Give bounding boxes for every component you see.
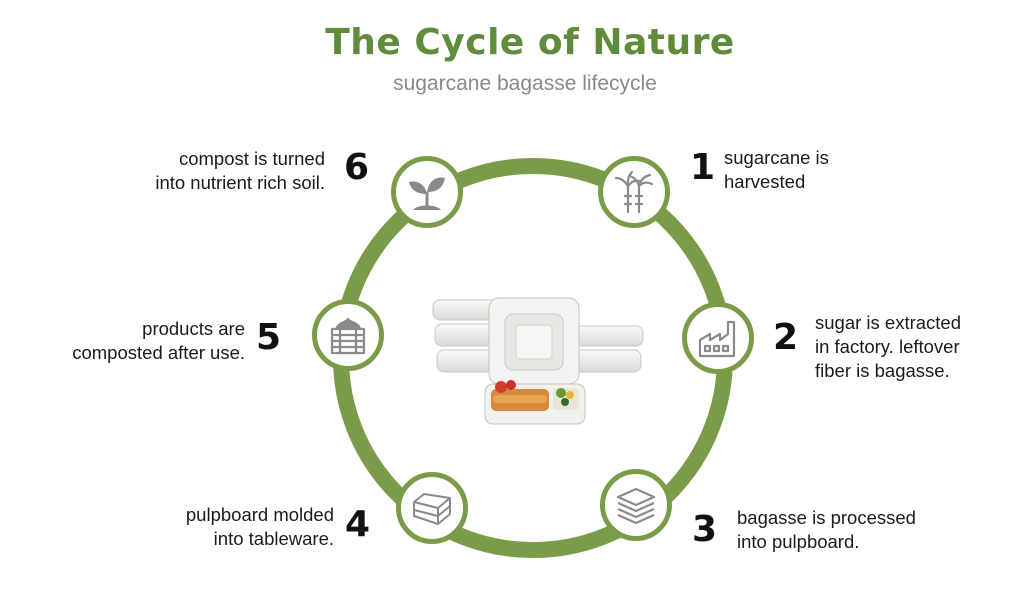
step-4-number: 4 [345,504,371,545]
step-5-node [312,299,384,371]
step-4-label: pulpboard molded into tableware. [185,504,334,549]
step-3-label: bagasse is processed into pulpboard. [737,507,916,552]
bagasse-tableware-photo [432,297,644,425]
page-subtitle: sugarcane bagasse lifecycle [393,72,657,95]
step-6-label: compost is turned into nutrient rich soi… [155,148,325,193]
step-3-node [600,469,672,541]
step-5-number: 5 [256,317,282,358]
step-2-number: 2 [773,317,799,358]
step-3-number: 3 [692,509,718,550]
stacked-layers-icon [616,487,656,525]
step-2-node [682,302,754,374]
page-title: The Cycle of Nature [325,22,735,63]
compost-bin-icon [330,317,366,355]
step-6-number: 6 [344,147,370,188]
step-6-node [391,156,463,228]
food-container-icon [413,493,451,525]
step-5-label: products are composted after use. [72,318,245,363]
factory-icon [698,320,736,358]
step-1-label: sugarcane is harvested [724,147,829,192]
seedling-icon [409,177,445,210]
sugarcane-icon [614,170,654,214]
step-4-node [396,472,468,544]
step-1-node [598,156,670,228]
step-1-number: 1 [690,147,716,188]
step-2-label: sugar is extracted in factory. leftover … [815,312,962,381]
